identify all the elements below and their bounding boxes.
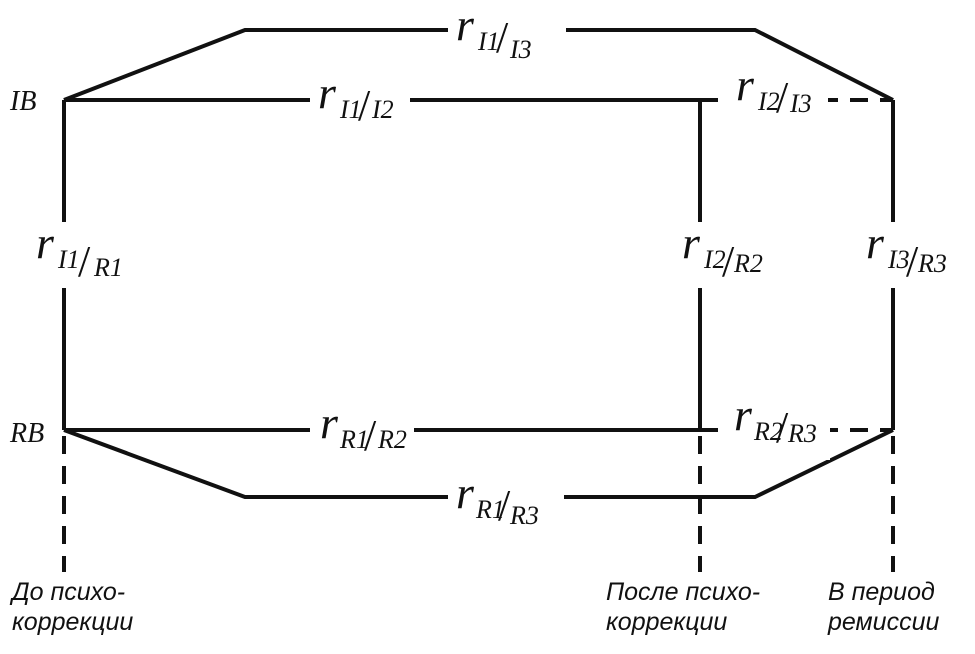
svg-text:/: /: [776, 403, 789, 452]
svg-text:/: /: [776, 73, 789, 122]
corr-num: I3: [887, 245, 910, 274]
svg-text:/: /: [496, 13, 509, 62]
corr-num: I2: [757, 87, 780, 116]
stage-after-line2: коррекции: [606, 608, 727, 636]
corr-den: I3: [509, 35, 532, 64]
corr-r: r: [682, 217, 701, 268]
corr-label-r2-r3: r R2 / R3: [734, 389, 817, 452]
corr-r: r: [736, 59, 755, 110]
corr-num: I2: [703, 245, 726, 274]
corr-den: R3: [509, 501, 539, 530]
svg-text:/: /: [78, 237, 91, 286]
corr-num: R1: [339, 425, 369, 454]
svg-text:/: /: [498, 481, 511, 530]
corr-num: R2: [753, 417, 783, 446]
corr-label-i2-i3: r I2 / I3: [736, 59, 812, 122]
corr-r: r: [36, 217, 55, 268]
corr-r: r: [456, 0, 475, 50]
corr-den: R2: [733, 249, 763, 278]
svg-text:/: /: [722, 237, 735, 286]
corr-label-i3-r3: r I3 / R3: [866, 217, 947, 286]
svg-text:/: /: [358, 81, 371, 130]
row-label-ib: IB: [9, 86, 36, 117]
stage-remission-line1: В период: [828, 578, 935, 606]
corr-label-i1-r1: r I1 / R1: [36, 217, 123, 286]
corr-den: R1: [93, 253, 123, 282]
stage-after-line1: После психо-: [606, 578, 760, 606]
corr-label-i2-r2: r I2 / R2: [682, 217, 763, 286]
corr-num: R1: [475, 495, 505, 524]
corr-r: r: [866, 217, 885, 268]
corr-den: I2: [371, 95, 394, 124]
corr-num: I1: [339, 95, 362, 124]
corr-den: R2: [377, 425, 407, 454]
corr-label-r1-r2: r R1 / R2: [320, 397, 407, 460]
corr-r: r: [456, 467, 475, 518]
corr-label-i1-i3: r I1 / I3: [456, 0, 532, 64]
corr-r: r: [318, 67, 337, 118]
corr-r: r: [320, 397, 339, 448]
corr-r: r: [734, 389, 753, 440]
corr-num: I1: [477, 27, 500, 56]
stage-before-line1: До психо-: [9, 578, 125, 606]
corr-den: I3: [789, 89, 812, 118]
stage-before-line2: коррекции: [12, 608, 133, 636]
corr-num: I1: [57, 245, 80, 274]
row-label-rb: RB: [9, 418, 44, 449]
corr-den: R3: [787, 419, 817, 448]
corr-label-i1-i2: r I1 / I2: [318, 67, 394, 130]
stage-remission-line2: ремиссии: [827, 608, 939, 636]
corr-label-r1-r3: r R1 / R3: [456, 467, 539, 530]
svg-text:/: /: [906, 237, 919, 286]
corr-den: R3: [917, 249, 947, 278]
svg-text:/: /: [364, 411, 377, 460]
